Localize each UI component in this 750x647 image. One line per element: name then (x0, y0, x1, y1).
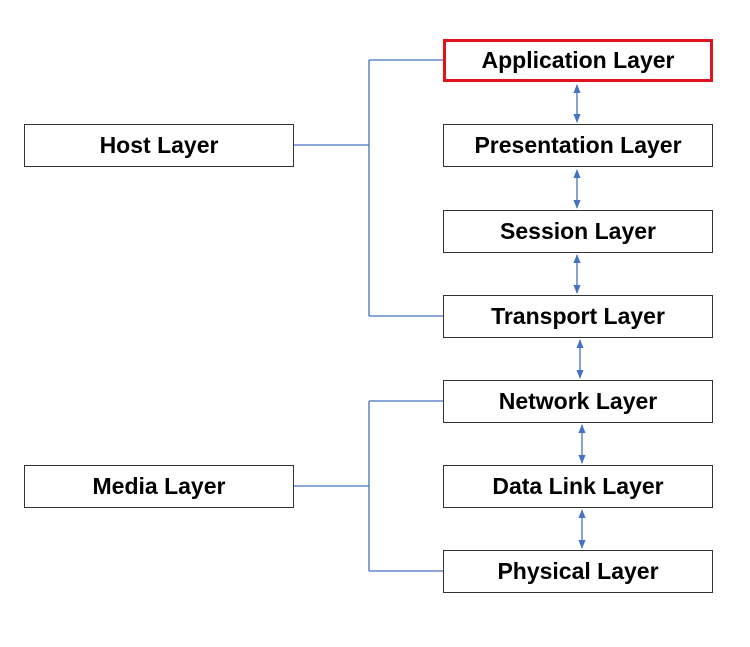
data-link-layer-box: Data Link Layer (443, 465, 713, 508)
session-layer-box: Session Layer (443, 210, 713, 253)
application-layer-box: Application Layer (443, 39, 713, 82)
media-bracket (294, 400, 443, 572)
network-layer-box: Network Layer (443, 380, 713, 423)
host-layer-box: Host Layer (24, 124, 294, 167)
media-layer-box: Media Layer (24, 465, 294, 508)
host-bracket (294, 59, 443, 317)
presentation-layer-box: Presentation Layer (443, 124, 713, 167)
transport-layer-box: Transport Layer (443, 295, 713, 338)
physical-layer-box: Physical Layer (443, 550, 713, 593)
layer-arrows (573, 84, 586, 549)
